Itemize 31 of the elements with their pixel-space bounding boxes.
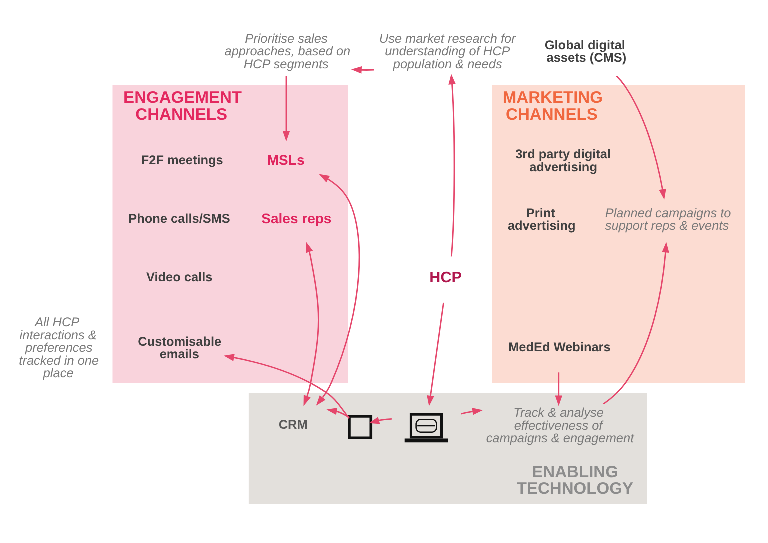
node-text: Phone calls/SMS [128,210,230,226]
node-text: Planned campaigns to support reps & events [604,204,731,232]
arrow [282,76,290,142]
node-text: Global digital assets (CMS) [544,36,626,64]
node-text: MedEd Webinars [508,339,610,354]
arrow [616,75,666,200]
arrow [368,416,392,424]
arrow [554,372,562,406]
arrow [303,242,319,406]
node-text: MSLs [266,151,304,168]
label: All HCP interactions & preferences tracked in one place [18,314,99,380]
node-text: Print advertising [507,204,576,232]
node-text: 3rd party digital advertising [515,146,611,174]
arrow [426,302,444,406]
node-text: Track & analyse effectiveness of campaigns & engagement [486,404,634,446]
node-text: Use market research for understanding of HCP population & needs [378,30,516,71]
arrow [223,354,350,418]
node-text: Prioritise sales approaches, based on HCP segments [224,30,350,71]
node-box [348,414,372,439]
arrow [326,407,350,418]
arrow [602,242,669,404]
node-text: HCP [429,268,462,286]
node-text: F2F meetings [140,152,223,167]
arrow [448,74,456,256]
arrow [460,408,483,415]
arrow [316,174,360,406]
node-text: CRM [278,416,308,432]
node-text: Sales reps [261,210,332,226]
arrow [350,66,374,74]
node-text: Video calls [146,269,212,284]
node-text: Customisable emails [138,333,222,362]
